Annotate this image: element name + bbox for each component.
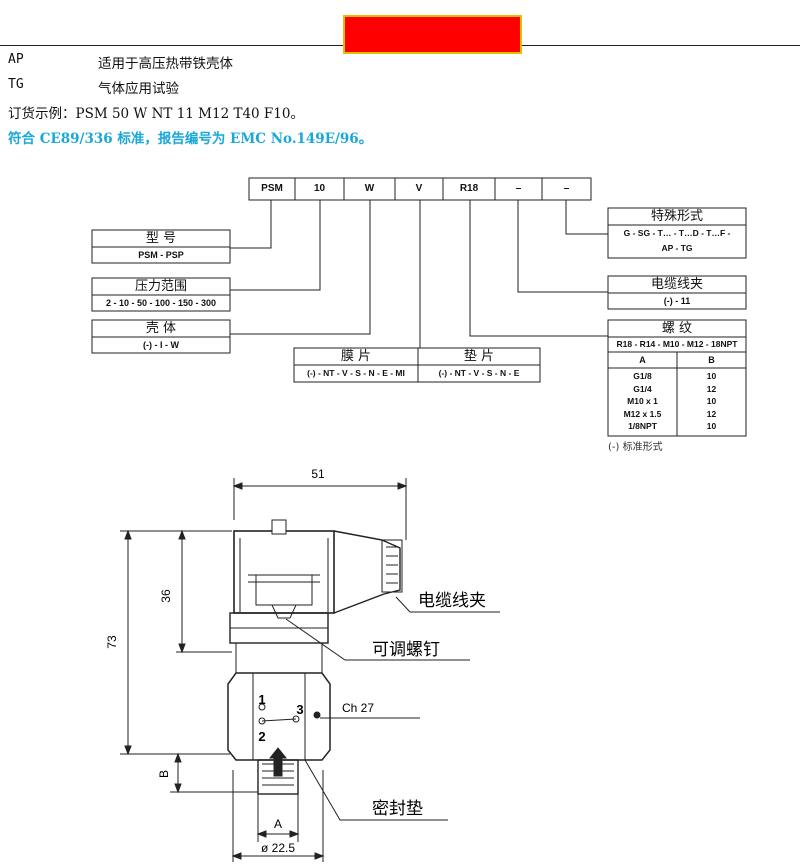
special-title: 特殊形式 (650, 209, 703, 224)
code-box-housing: W (364, 183, 375, 194)
gasket-value: (-) - NT - V - S - N - E (438, 368, 520, 378)
thread-header-b: B (708, 355, 715, 365)
thread-row: M12 x 1.5 12 (608, 408, 746, 421)
code-box-membrane: V (415, 183, 423, 194)
code-boxes: PSM 10 W V R18 – – (249, 178, 591, 200)
membrane-title: 膜 片 (340, 349, 372, 364)
label-cable-clamp: 电缆线夹 (418, 591, 486, 611)
option-code-ap: AP (8, 52, 24, 67)
option-desc-tg: 气体应用试验 (98, 81, 179, 97)
membrane-value: (-) - NT - V - S - N - E - MI (307, 368, 405, 378)
pin-3-label: 3 (296, 702, 303, 717)
thread-row: G1/4 12 (608, 383, 746, 396)
thread-row: M10 x 1 10 (608, 395, 746, 408)
housing-value: (-) - I - W (143, 340, 179, 350)
pressure-title: 压力范围 (134, 279, 187, 294)
dim-diameter-label: ø 22.5 (261, 841, 295, 855)
model-value: PSM - PSP (138, 250, 184, 260)
housing-title: 壳 体 (145, 321, 177, 336)
thread-cell-a: G1/8 (633, 371, 652, 381)
thread-cell-a: M12 x 1.5 (623, 408, 662, 419)
thread-header-a: A (639, 355, 646, 365)
thread-cell-a: G1/4 (633, 383, 652, 394)
thread-row: 1/8NPT 10 (608, 420, 746, 433)
dim-width-label: 51 (311, 467, 325, 481)
thread-cell-b: 10 (706, 371, 717, 381)
code-box-special: – (563, 183, 570, 194)
label-seal-gasket: 密封垫 (372, 799, 423, 819)
pressure-value: 2 - 10 - 50 - 100 - 150 - 300 (105, 298, 217, 308)
cable-title: 电缆线夹 (650, 277, 703, 292)
header-red-block (343, 15, 522, 54)
label-adjust-screw: 可调螺钉 (372, 640, 440, 660)
cable-value: (-) - 11 (663, 296, 691, 306)
special-value-1: G - SG - T… - T…D - T…F - (623, 228, 731, 238)
code-box-thread: R18 (459, 183, 479, 194)
pin-1-label: 1 (258, 692, 265, 707)
special-value-2: AP - TG (661, 243, 693, 253)
dim-b-label: B (157, 770, 171, 778)
option-code-tg: TG (8, 77, 24, 92)
thread-cell-b: 10 (706, 396, 717, 406)
thread-cell-b: 12 (706, 383, 717, 394)
thread-row: G1/8 10 (608, 370, 746, 383)
thread-value: R18 - R14 - M10 - M12 - 18NPT (616, 339, 738, 349)
pin-2-label: 2 (258, 729, 265, 744)
dim-a-label: A (274, 817, 282, 831)
thread-footnote: (-) 标准形式 (608, 442, 663, 453)
thread-cell-b: 12 (706, 408, 717, 419)
order-example: 订货示例：PSM 50 W NT 11 M12 T40 F10。 (8, 106, 304, 122)
ce-note: 符合 CE89/336 标准，报告编号为 EMC No.149E/96。 (8, 131, 373, 147)
dim-73-label: 73 (105, 635, 119, 649)
thread-title: 螺 纹 (661, 321, 693, 336)
ordering-code-diagram (91, 177, 747, 437)
hex-label: Ch 27 (342, 701, 374, 715)
code-box-model: PSM (261, 183, 283, 194)
gasket-title: 垫 片 (463, 349, 495, 364)
code-box-pressure: 10 (313, 183, 326, 194)
thread-cell-b: 10 (706, 421, 717, 431)
model-title: 型 号 (145, 231, 177, 246)
thread-cell-a: 1/8NPT (628, 421, 657, 431)
thread-cell-a: M10 x 1 (627, 396, 658, 406)
code-box-cable: – (515, 183, 522, 194)
dim-36-label: 36 (159, 589, 173, 603)
option-desc-ap: 适用于高压热带铁壳体 (98, 56, 233, 72)
